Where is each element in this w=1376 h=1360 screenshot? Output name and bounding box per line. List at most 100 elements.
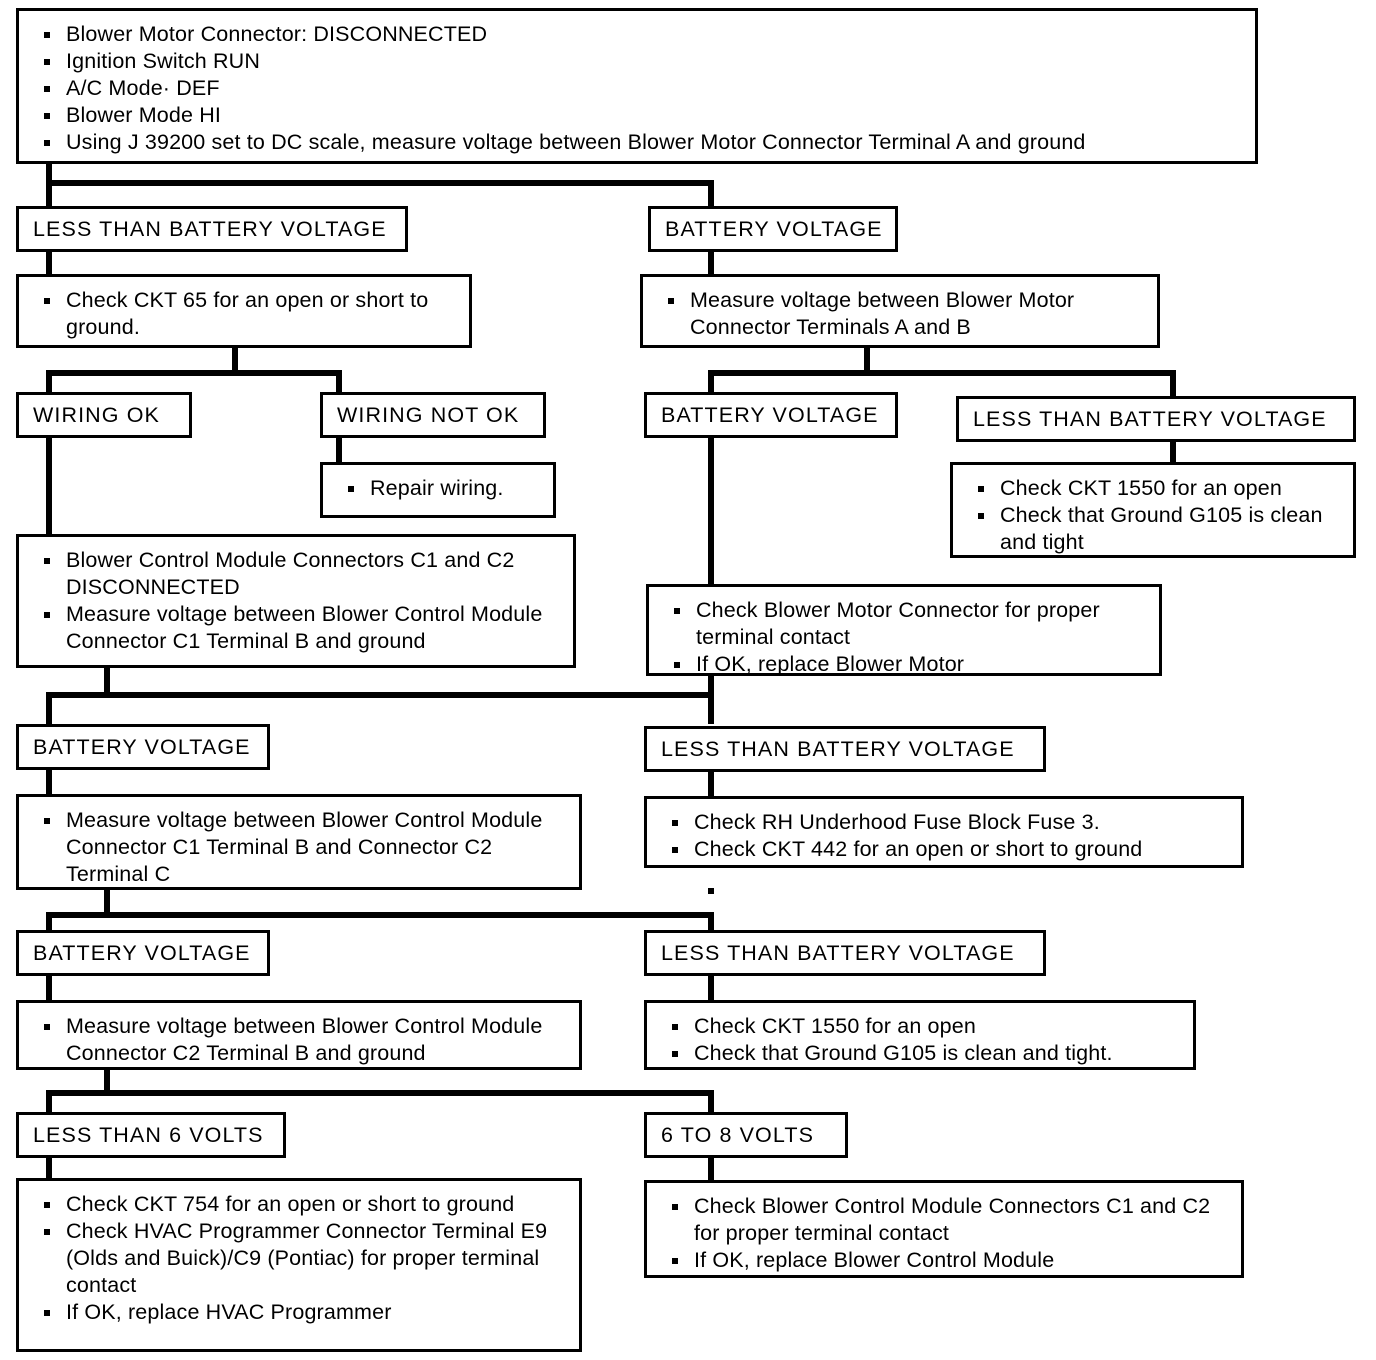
node-a4-measure-c1c2: Measure voltage between Blower Control M…: [16, 794, 582, 890]
connector-branch-l4-bv: [46, 912, 52, 936]
connector-branch-l2-bv: [708, 370, 714, 396]
node-l5-6to8: 6 TO 8 VOLTS: [644, 1112, 848, 1158]
connector-l2ltbv-a2ckt1550: [1170, 434, 1176, 464]
node-l4-bv-label: BATTERY VOLTAGE: [33, 940, 251, 965]
node-l4-ltbv: LESS THAN BATTERY VOLTAGE: [644, 930, 1046, 976]
connector-a4-stem: [104, 888, 110, 914]
a6-hvac-bullet-1: Check HVAC Programmer Connector Terminal…: [33, 1218, 567, 1299]
node-repair-wiring: Repair wiring.: [320, 462, 556, 518]
connector-split-bar-2: [46, 370, 342, 376]
node-a5-ckt1550: Check CKT 1550 for an open Check that Gr…: [644, 1000, 1196, 1070]
node-wiring-not-ok-label: WIRING NOT OK: [337, 402, 520, 427]
node-l2-bv: BATTERY VOLTAGE: [644, 392, 898, 438]
a2-motor-bullet-0: Check Blower Motor Connector for proper …: [663, 597, 1147, 651]
start-bullet-0: Blower Motor Connector: DISCONNECTED: [33, 21, 1243, 48]
connector-branch-l1-right: [708, 180, 714, 210]
start-bullet-2: A/C Mode· DEF: [33, 75, 1243, 102]
a6-hvac-bullet-list: Check CKT 754 for an open or short to gr…: [33, 1191, 567, 1326]
a2-motor-bullet-1: If OK, replace Blower Motor: [663, 651, 1147, 678]
connector-a1right-stem: [864, 344, 870, 372]
node-l1-right: BATTERY VOLTAGE: [648, 206, 898, 252]
a6-bcm-bullet-1: If OK, replace Blower Control Module: [661, 1247, 1229, 1274]
connector-branch-l2-ltbv: [1170, 370, 1176, 396]
node-a1-right: Measure voltage between Blower Motor Con…: [640, 274, 1160, 348]
connector-split-bar-5: [46, 912, 714, 918]
a5-measure-bullet-list: Measure voltage between Blower Control M…: [33, 1013, 567, 1067]
node-l1-right-label: BATTERY VOLTAGE: [665, 216, 883, 241]
connector-split-bar-6: [46, 1090, 714, 1096]
connector-branch-wiring-ok: [46, 370, 52, 396]
a4-measure-bullet-0: Measure voltage between Blower Control M…: [33, 807, 567, 888]
node-a2-motor: Check Blower Motor Connector for proper …: [646, 584, 1162, 676]
connector-l5less6-a6: [46, 1152, 52, 1180]
a1-left-bullet-list: Check CKT 65 for an open or short to gro…: [33, 287, 457, 341]
a5-ckt1550-bullet-list: Check CKT 1550 for an open Check that Gr…: [661, 1013, 1181, 1067]
node-a6-bcm: Check Blower Control Module Connectors C…: [644, 1180, 1244, 1278]
a3-bcm-bullet-1: Measure voltage between Blower Control M…: [33, 601, 561, 655]
node-l3-bv-label: BATTERY VOLTAGE: [33, 734, 251, 759]
a6-bcm-bullet-list: Check Blower Control Module Connectors C…: [661, 1193, 1229, 1274]
node-l3-bv: BATTERY VOLTAGE: [16, 724, 270, 770]
connector-a2motor-stem: [708, 674, 714, 696]
node-a4-fuse: Check RH Underhood Fuse Block Fuse 3. Ch…: [644, 796, 1244, 868]
connector-branch-l5-6to8: [708, 1090, 714, 1116]
connector-a4fuse-bottom: [708, 888, 714, 894]
node-l4-ltbv-label: LESS THAN BATTERY VOLTAGE: [661, 940, 1015, 965]
connector-l1left-a1left: [46, 248, 52, 278]
connector-l56to8-a6: [708, 1152, 714, 1180]
a5-ckt1550-bullet-0: Check CKT 1550 for an open: [661, 1013, 1181, 1040]
connector-l2bv-a2motor: [708, 434, 714, 586]
node-l5-6to8-label: 6 TO 8 VOLTS: [661, 1122, 815, 1147]
a2-ckt1550-bullet-list: Check CKT 1550 for an open Check that Gr…: [967, 475, 1341, 556]
connector-l1right-a1right: [708, 248, 714, 278]
a1-right-bullet-list: Measure voltage between Blower Motor Con…: [657, 287, 1145, 341]
a6-hvac-bullet-2: If OK, replace HVAC Programmer: [33, 1299, 567, 1326]
start-bullet-list: Blower Motor Connector: DISCONNECTED Ign…: [33, 21, 1243, 156]
connector-wiringok-a3bcm: [46, 434, 52, 534]
a1-right-bullet-0: Measure voltage between Blower Motor Con…: [657, 287, 1145, 341]
node-a5-measure-c2b: Measure voltage between Blower Control M…: [16, 1000, 582, 1070]
connector-branch-l5-less6: [46, 1090, 52, 1116]
node-a1-left: Check CKT 65 for an open or short to gro…: [16, 274, 472, 348]
a4-fuse-bullet-list: Check RH Underhood Fuse Block Fuse 3. Ch…: [661, 809, 1229, 863]
connector-wiringnotok-repair: [336, 434, 342, 464]
a4-fuse-bullet-0: Check RH Underhood Fuse Block Fuse 3.: [661, 809, 1229, 836]
node-wiring-ok-label: WIRING OK: [33, 402, 160, 427]
node-a3-bcm: Blower Control Module Connectors C1 and …: [16, 534, 576, 668]
connector-a3bcm-stem: [104, 666, 110, 694]
connector-branch-l3-bv: [46, 692, 52, 724]
connector-split-bar-4: [46, 692, 714, 698]
start-bullet-1: Ignition Switch RUN: [33, 48, 1243, 75]
a4-measure-bullet-list: Measure voltage between Blower Control M…: [33, 807, 567, 888]
connector-branch-l4-ltbv: [708, 912, 714, 936]
connector-l4ltbv-a5: [708, 974, 714, 1002]
node-l5-less6-label: LESS THAN 6 VOLTS: [33, 1122, 264, 1147]
a4-fuse-bullet-1: Check CKT 442 for an open or short to gr…: [661, 836, 1229, 863]
connector-l3ltbv-a4: [708, 768, 714, 796]
node-wiring-ok: WIRING OK: [16, 392, 192, 438]
node-wiring-not-ok: WIRING NOT OK: [320, 392, 546, 438]
connector-branch-l3-ltbv: [708, 692, 714, 724]
connector-branch-l1-left: [46, 180, 52, 210]
node-a2-ckt1550: Check CKT 1550 for an open Check that Gr…: [950, 462, 1356, 558]
a3-bcm-bullet-0: Blower Control Module Connectors C1 and …: [33, 547, 561, 601]
repair-bullet-0: Repair wiring.: [337, 475, 541, 502]
a6-bcm-bullet-0: Check Blower Control Module Connectors C…: [661, 1193, 1229, 1247]
a1-left-bullet-0: Check CKT 65 for an open or short to gro…: [33, 287, 457, 341]
node-l5-less6: LESS THAN 6 VOLTS: [16, 1112, 286, 1158]
node-l1-left-label: LESS THAN BATTERY VOLTAGE: [33, 216, 387, 241]
node-start: Blower Motor Connector: DISCONNECTED Ign…: [16, 8, 1258, 164]
node-a6-hvac: Check CKT 754 for an open or short to gr…: [16, 1178, 582, 1352]
node-l1-left: LESS THAN BATTERY VOLTAGE: [16, 206, 408, 252]
a2-ckt1550-bullet-1: Check that Ground G105 is clean and tigh…: [967, 502, 1341, 556]
node-l2-ltbv-label: LESS THAN BATTERY VOLTAGE: [973, 406, 1327, 431]
a2-motor-bullet-list: Check Blower Motor Connector for proper …: [663, 597, 1147, 678]
connector-l4bv-a5: [46, 974, 52, 1002]
connector-split-bar-1: [46, 180, 714, 186]
a5-ckt1550-bullet-1: Check that Ground G105 is clean and tigh…: [661, 1040, 1181, 1067]
a3-bcm-bullet-list: Blower Control Module Connectors C1 and …: [33, 547, 561, 655]
node-l3-ltbv: LESS THAN BATTERY VOLTAGE: [644, 726, 1046, 772]
start-bullet-3: Blower Mode HI: [33, 102, 1243, 129]
a5-measure-bullet-0: Measure voltage between Blower Control M…: [33, 1013, 567, 1067]
